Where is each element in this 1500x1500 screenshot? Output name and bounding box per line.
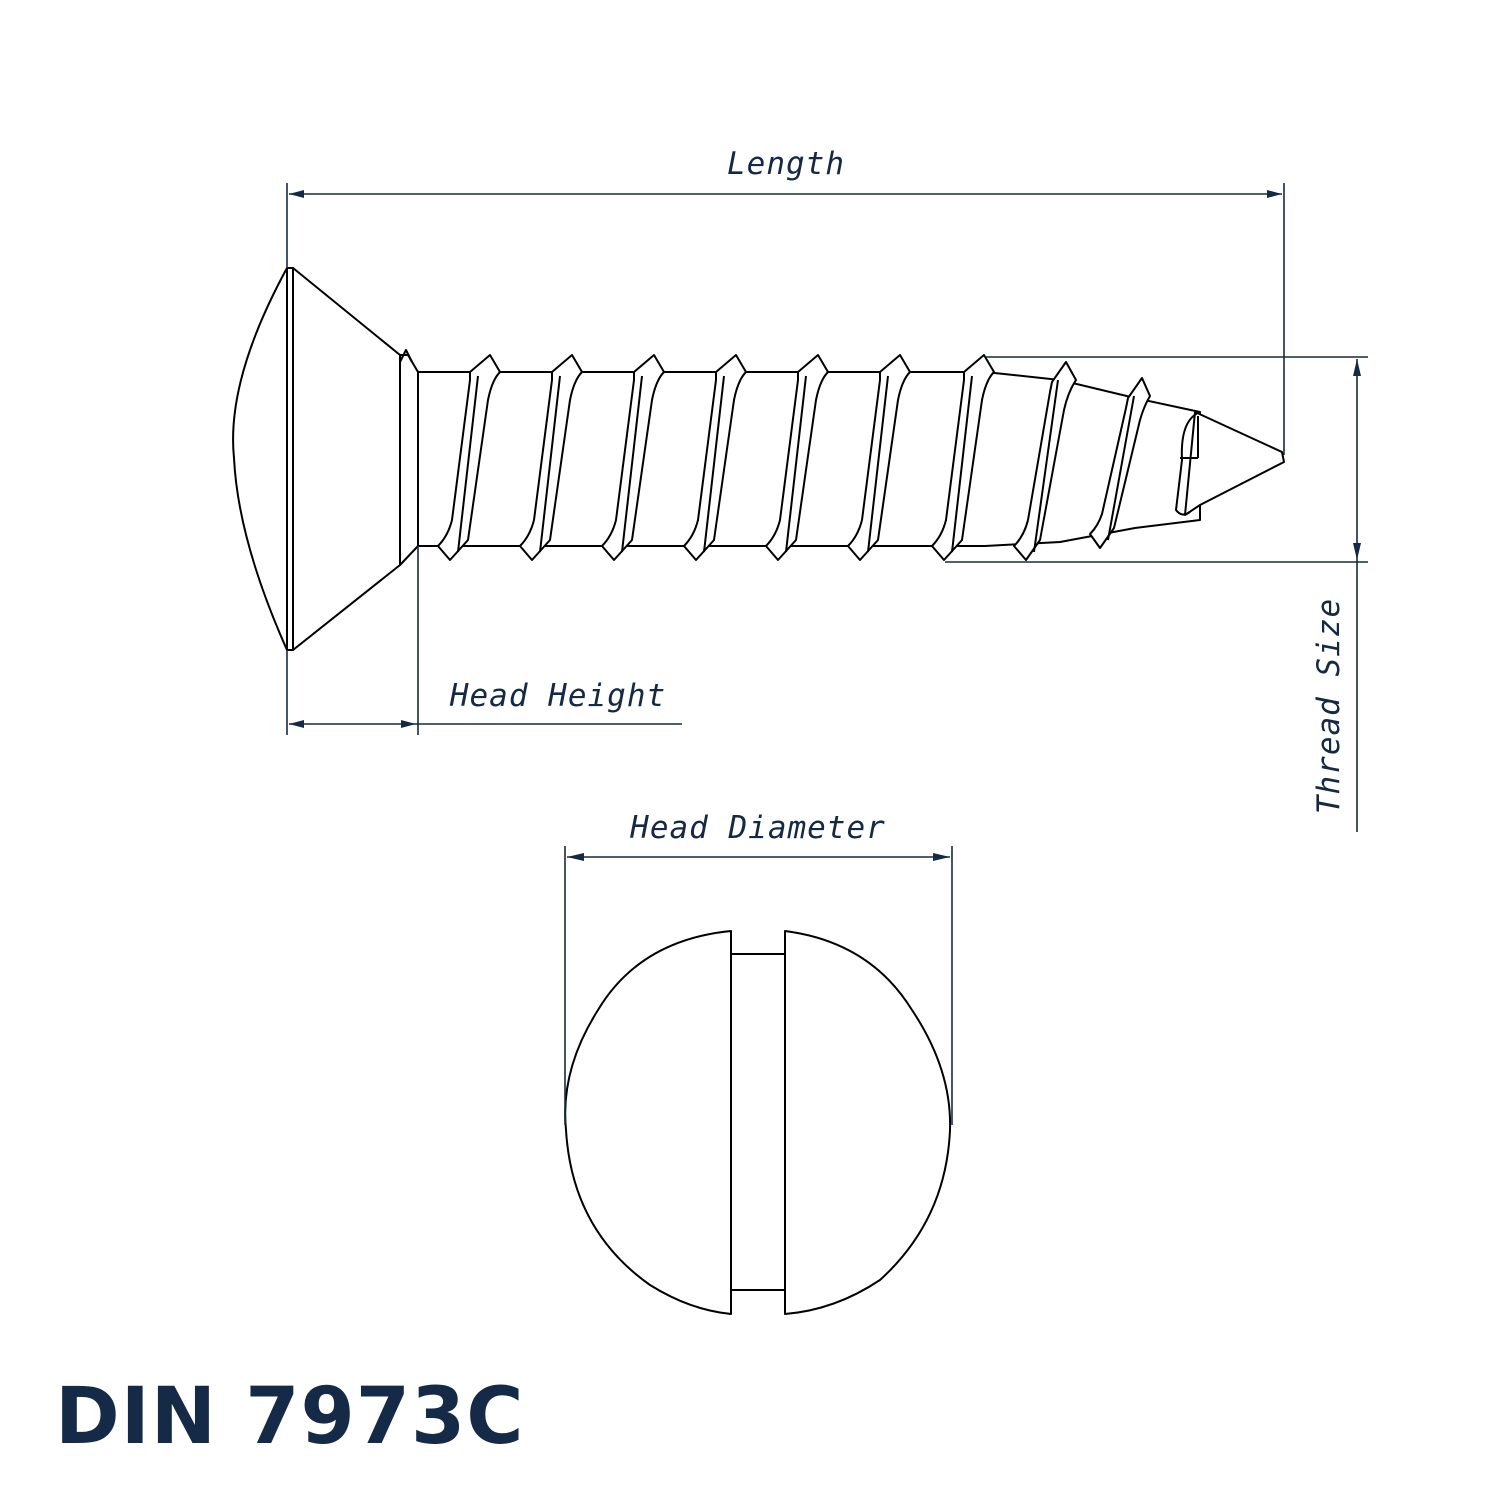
dimension-length: Length: [286, 146, 1285, 455]
length-label: Length: [727, 146, 845, 182]
thread-size-label: Thread Size: [1311, 598, 1347, 814]
head-collar: [399, 354, 419, 566]
head-right-half: [784, 930, 952, 1315]
screw-top-view: [564, 930, 952, 1315]
head-height-label: Head Height: [449, 678, 666, 714]
dimension-head-height: Head Height: [286, 546, 682, 735]
drive-slot: [731, 953, 785, 1291]
threads: [437, 354, 1151, 561]
dimension-head-diameter: Head Diameter: [564, 810, 953, 1125]
standard-title: DIN 7973C: [55, 1372, 525, 1462]
head-dome: [232, 267, 288, 651]
shank: [417, 371, 1201, 547]
head-diameter-label: Head Diameter: [629, 810, 886, 846]
screw-tip: [1184, 411, 1285, 516]
head-countersink: [292, 267, 401, 651]
dimension-thread-size: Thread Size: [945, 356, 1368, 832]
head-left-half: [564, 930, 732, 1315]
screw-side-view: [232, 267, 1285, 651]
